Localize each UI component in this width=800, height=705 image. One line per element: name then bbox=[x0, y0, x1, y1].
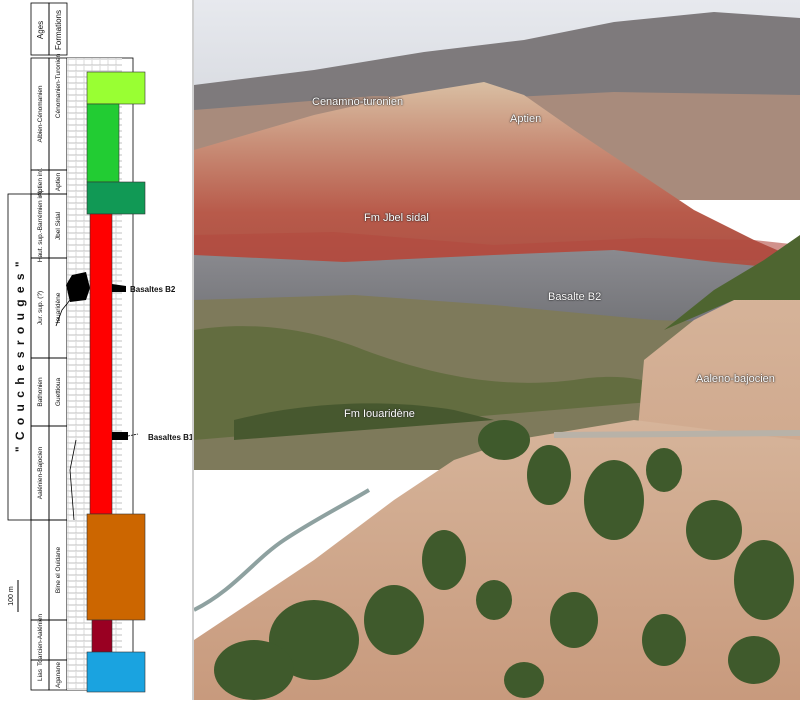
unit-bar-couches-rouges bbox=[89, 213, 113, 515]
formation-label-aganane: Aganane bbox=[55, 662, 62, 688]
age-label-bathonien: Bathonien bbox=[37, 377, 44, 407]
age-label-jurassique-sup: Jur. sup. (?) bbox=[37, 291, 44, 325]
lithology-boundary-line-lower bbox=[69, 439, 77, 521]
age-label-hauterivien-barremien: Haut. sup.-Barrémien inf. bbox=[37, 190, 44, 262]
couches-rouges-label: " C o u c h e s r o u g e s " bbox=[13, 260, 27, 452]
stratigraphic-column: Ages Formations bbox=[7, 2, 194, 693]
landscape-photo-illustration bbox=[194, 0, 800, 700]
road bbox=[554, 430, 800, 438]
formation-label-cenomanien-turonien: Cénomanien-Turonien bbox=[55, 53, 62, 118]
age-label-toarcien-aalenien: Toarcien-Aalénien bbox=[37, 614, 44, 666]
landscape-photo: Cenamno-turonien Aptien Fm Jbel sidal Ba… bbox=[194, 0, 800, 700]
basalt-b1-marker bbox=[112, 432, 128, 440]
ages-header: Ages bbox=[36, 21, 45, 39]
basaltes-b1-label: Basaltes B1 bbox=[148, 433, 192, 442]
unit-bar-cenomanien bbox=[86, 71, 146, 105]
cliff-top-vegetation bbox=[664, 235, 800, 330]
formation-label-bine-el-ouidane: Bine el Ouidane bbox=[55, 546, 62, 593]
unit-bar-aalenien-bajocien bbox=[86, 513, 146, 621]
shrubs bbox=[214, 420, 794, 700]
unit-bar-aptien bbox=[86, 181, 146, 215]
formation-label-jbel-sidal: Jbel Sidal bbox=[55, 211, 62, 240]
basalt-b2-marker bbox=[112, 284, 126, 292]
tree-line bbox=[234, 403, 494, 440]
age-label-aptien-inf: Aptien inf. bbox=[37, 167, 44, 196]
unit-bar-albien bbox=[86, 103, 120, 183]
age-label-aalenien-bajocien: Aalénien-Bajocien bbox=[37, 446, 44, 499]
label-basalte-b2: Basalte B2 bbox=[548, 291, 602, 303]
label-fm-jbel-sidal: Fm Jbel sidal bbox=[364, 212, 429, 224]
age-label-lias: Lias bbox=[37, 668, 44, 681]
age-label-albien-cenomanien: Albien-Cénomanien bbox=[37, 85, 44, 142]
basalt-b1-leader bbox=[127, 433, 139, 437]
lithology-boundary-line bbox=[55, 299, 71, 327]
label-fm-iouaridene: Fm Iouaridène bbox=[344, 408, 415, 420]
formation-label-iouaridene: Iouaridène bbox=[55, 292, 62, 323]
stratigraphic-column-panel: Ages Formations bbox=[0, 0, 194, 700]
river bbox=[194, 488, 371, 612]
unit-bar-lias bbox=[86, 651, 146, 693]
label-aptien: Aptien bbox=[510, 113, 542, 125]
basaltes-b2-label: Basaltes B2 bbox=[130, 285, 176, 294]
scale-label: 100 m bbox=[8, 586, 15, 606]
formation-label-guettioua: Guettioua bbox=[55, 378, 62, 407]
formation-label-aptien: Aptien bbox=[55, 172, 62, 191]
label-aaleno-bajocien: Aaleno-bajocien bbox=[696, 373, 775, 385]
unit-bar-toarcien bbox=[91, 619, 113, 653]
basalt-b2-layer bbox=[66, 272, 90, 302]
formations-header: Formations bbox=[54, 10, 63, 50]
formations-header-box bbox=[48, 2, 68, 56]
label-cenomano-turonien: Cenamno-turonien bbox=[312, 96, 404, 108]
